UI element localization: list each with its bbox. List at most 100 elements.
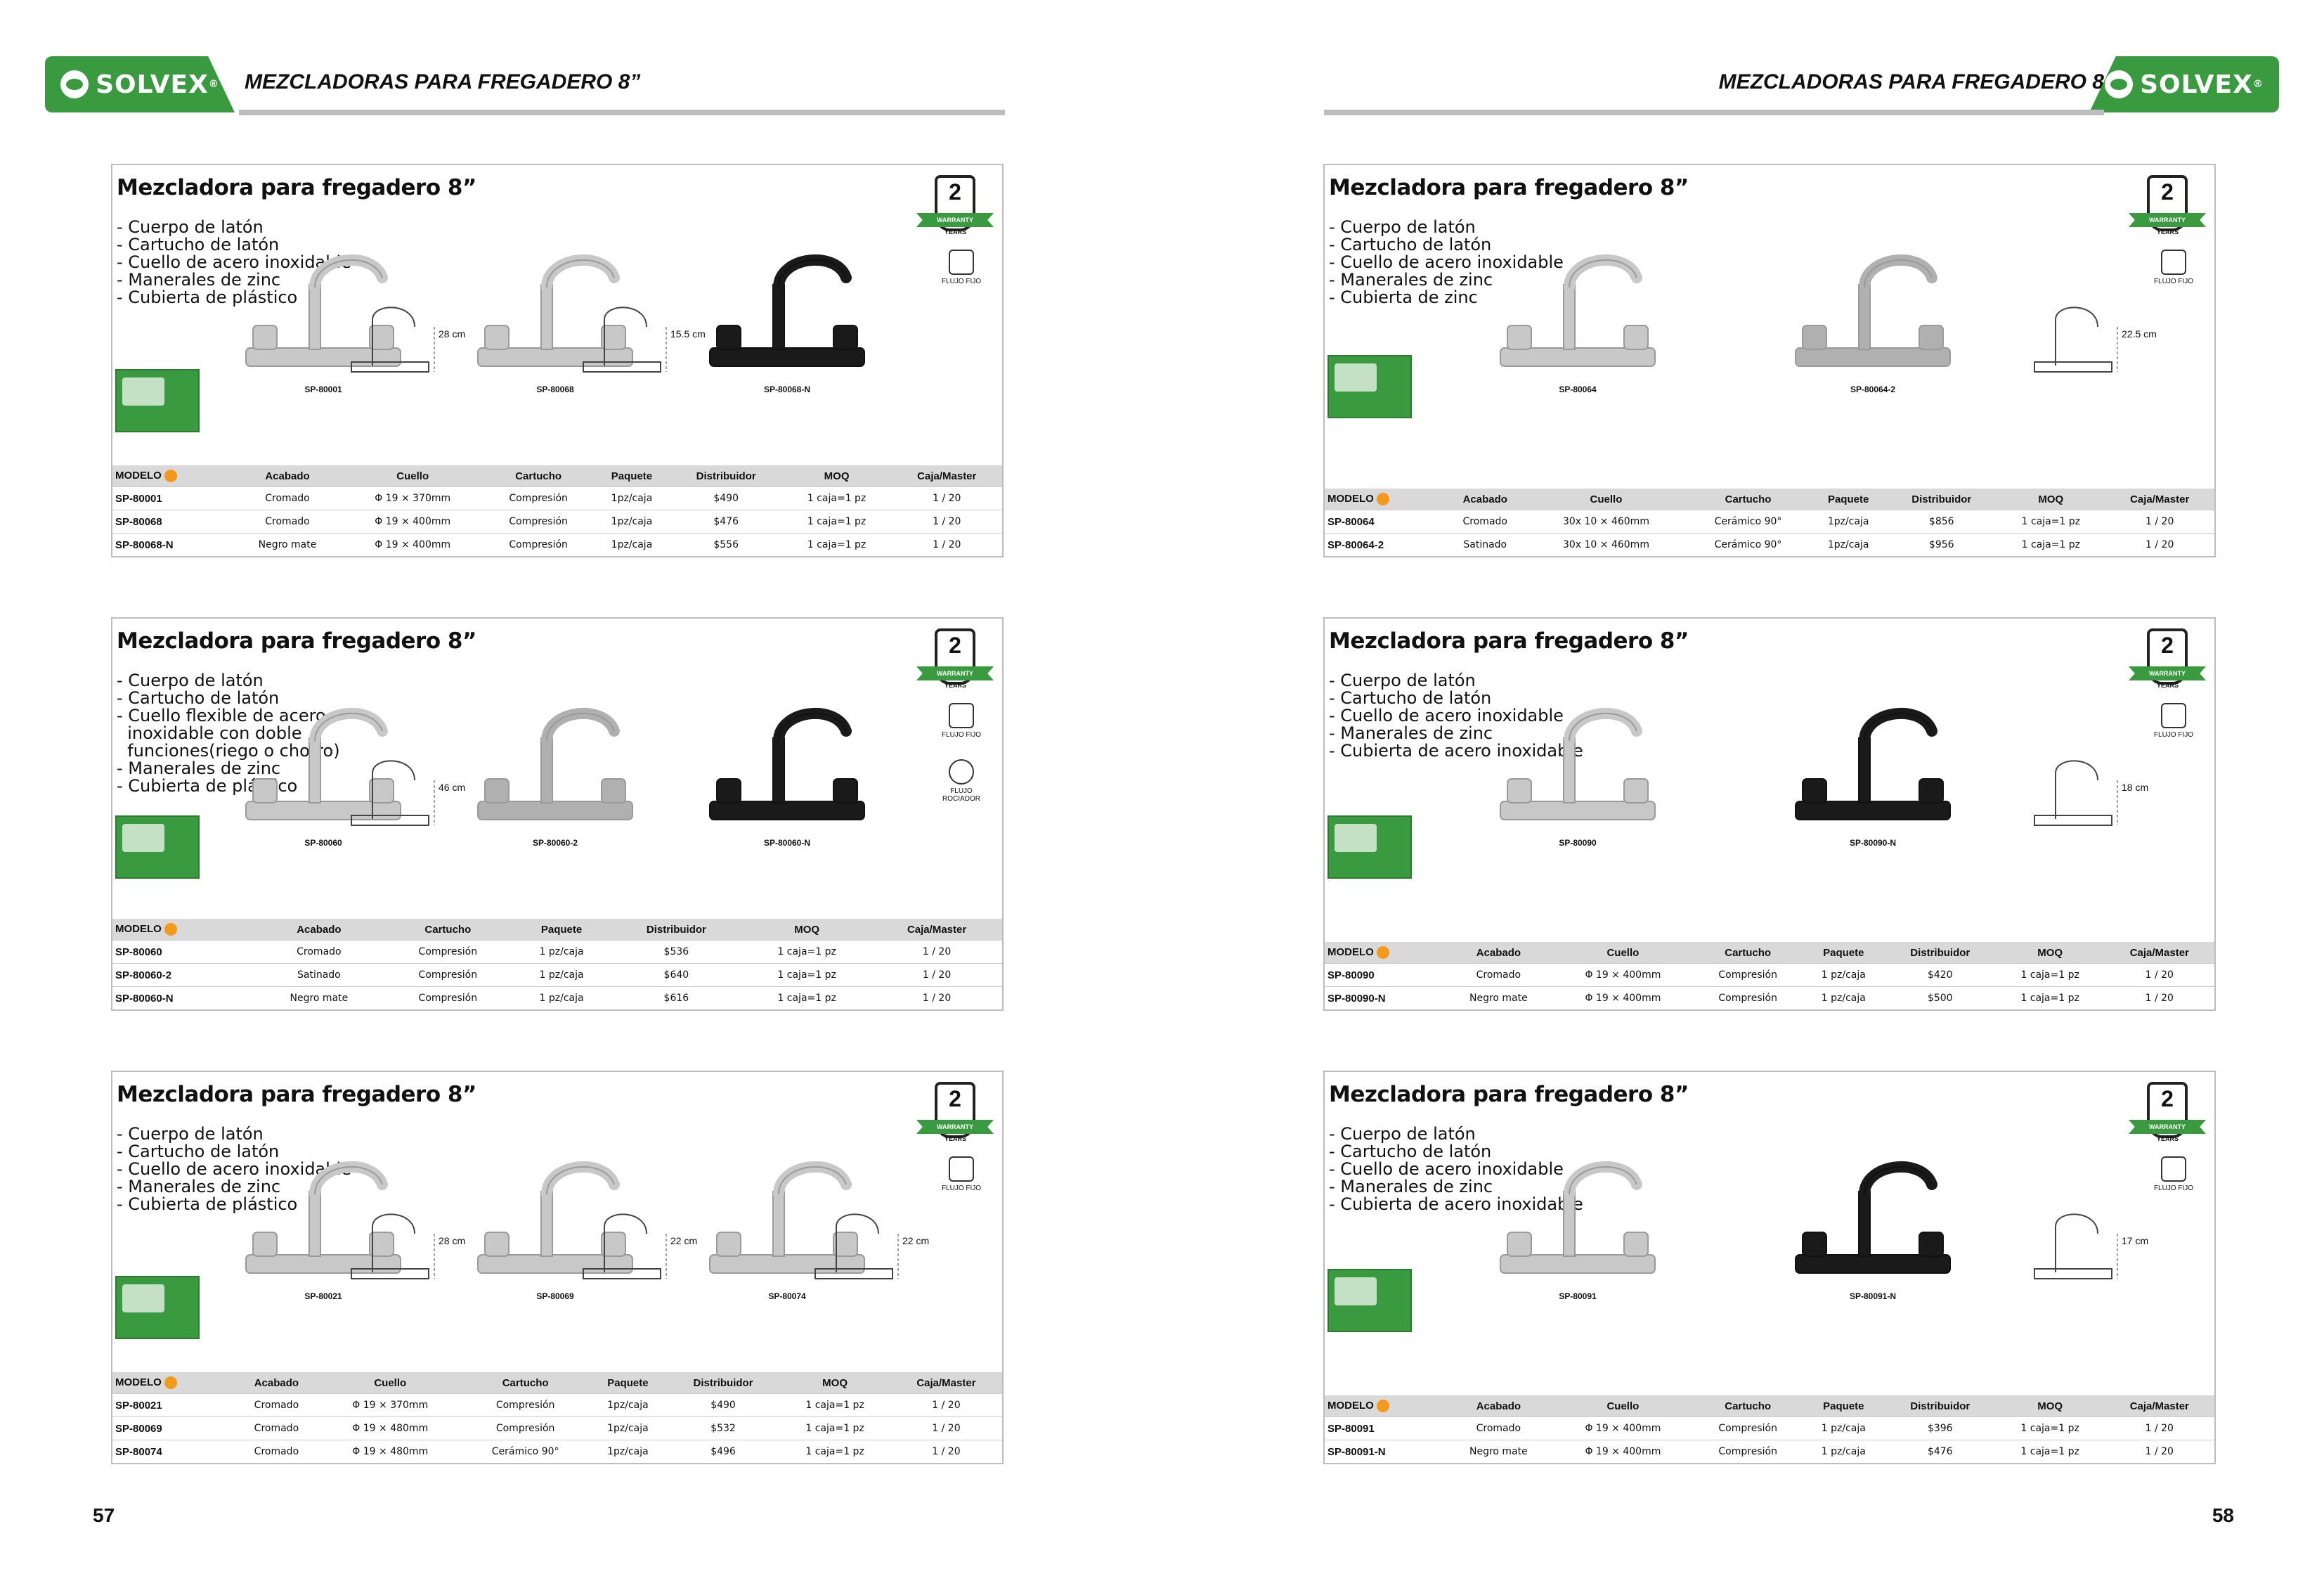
header-label: Acabado [265, 470, 310, 482]
faucet-outline [351, 760, 435, 826]
table-cell: $476 [670, 510, 782, 534]
header-label: MOQ [794, 923, 820, 936]
table-header: Paquete [1810, 489, 1887, 510]
table-header: Acabado [1443, 489, 1526, 510]
table-cell: Φ 19 × 400mm [1552, 1440, 1694, 1463]
table-header: Acabado [1444, 1395, 1553, 1417]
height-measure: 22 cm [902, 1235, 930, 1246]
feature-list: - Cuerpo de latón- Cartucho de latón- Cu… [1329, 1125, 1583, 1213]
product-image [696, 243, 878, 387]
table-cell: 1 / 20 [2104, 986, 2214, 1009]
table-cell: $476 [1884, 1440, 1996, 1463]
table-cell: Compresión [383, 963, 513, 987]
table-cell: 1 / 20 [2104, 1440, 2214, 1463]
header-label: Caja/Master [916, 1376, 976, 1389]
page-title: MEZCLADORAS PARA FREGADERO 8” [1718, 70, 2115, 93]
table-header: Caja/Master [2104, 1395, 2214, 1417]
brand-reg: ® [208, 79, 219, 90]
table-cell: $420 [1884, 963, 1996, 987]
header-label: Cuello [1590, 493, 1623, 505]
feature-item: - Cuello de acero inoxidable [117, 1159, 351, 1179]
table-header: Paquete [512, 919, 611, 941]
table-header: Caja/Master [2105, 489, 2214, 510]
header-label: MODELO [1327, 492, 1374, 505]
product-card: Mezcladora para fregadero 8”- Cuerpo de … [111, 1071, 1004, 1464]
table-header: Cuello [318, 1372, 462, 1394]
table-cell: 1pz/caja [589, 1440, 667, 1463]
feature-list: - Cuerpo de latón- Cartucho de latón- Cu… [1329, 672, 1583, 760]
table-cell: Satinado [254, 963, 384, 987]
feature-list: - Cuerpo de latón- Cartucho de latón- Cu… [1329, 219, 1564, 306]
table-header: Distribuidor [1886, 489, 1997, 510]
product-image [1486, 696, 1669, 840]
table-cell: 1 caja=1 pz [781, 486, 892, 510]
sun-icon [164, 470, 177, 483]
feature-item: - Manerales de zinc [1329, 1177, 1493, 1196]
header-label: Cartucho [1725, 946, 1772, 959]
header-label: Paquete [1823, 946, 1864, 959]
flow-fixed-badge: FLUJO FIJO [940, 250, 982, 285]
table-header: Cartucho [1693, 1395, 1803, 1417]
header-rule [239, 110, 1005, 115]
table-cell: $856 [1886, 510, 1997, 534]
header-label: Cartucho [502, 1376, 549, 1389]
table-cell: SP-80068-N [112, 533, 233, 556]
table-header: Paquete [589, 1372, 667, 1394]
table-cell: 1 caja=1 pz [781, 533, 892, 556]
header-model: MODELO [112, 465, 233, 487]
feature-item: - Cuerpo de latón [117, 1124, 264, 1144]
product-model-label: SP-80090-N [1849, 838, 1897, 848]
feature-item: - Cubierta de plástico [117, 288, 298, 307]
table-cell: SP-80064 [1325, 510, 1444, 534]
product-image [1781, 1149, 1964, 1293]
table-cell: Compresión [462, 1416, 590, 1440]
header-label: Caja/Master [2129, 946, 2189, 959]
warranty-number: 2 [2161, 179, 2174, 205]
table-cell: Cromado [254, 940, 384, 964]
product-box-image [115, 815, 200, 879]
product-model-label: SP-80069 [536, 1291, 574, 1301]
product-card: Mezcladora para fregadero 8”- Cuerpo de … [111, 617, 1004, 1011]
table-cell: 1 caja=1 pz [1995, 1440, 2105, 1463]
header-label: Distribuidor [696, 470, 756, 482]
flow-fixed-badge: FLUJO FIJO [940, 1156, 982, 1192]
table-cell: SP-80069 [112, 1416, 235, 1440]
warranty-years: YEARS [2157, 1135, 2179, 1142]
product-box-image [115, 369, 200, 432]
header-label: Cartucho [515, 470, 562, 482]
sun-icon [1376, 1400, 1389, 1413]
card-title: Mezcladora para fregadero 8” [1329, 1082, 1689, 1107]
table-cell: 1 / 20 [2104, 1416, 2214, 1440]
table-cell: 1pz/caja [589, 1393, 667, 1417]
header-label: Caja/Master [2129, 1400, 2189, 1412]
faucet-outline-diagram [576, 1206, 675, 1293]
table-cell: 1 pz/caja [1802, 986, 1885, 1009]
table-cell: 1 caja=1 pz [1995, 986, 2105, 1009]
table-cell: Cerámico 90° [462, 1440, 590, 1463]
table-cell: 1pz/caja [1810, 510, 1887, 534]
product-model-label: SP-80001 [304, 385, 342, 394]
table-cell: 1 pz/caja [512, 986, 611, 1009]
table-cell: 1 caja=1 pz [1995, 963, 2105, 987]
table-cell: $490 [670, 486, 782, 510]
faucet-outline [2034, 760, 2118, 826]
card-title: Mezcladora para fregadero 8” [117, 628, 476, 654]
feature-item: - Cuerpo de latón [1329, 1124, 1476, 1144]
table-header: Cartucho [1693, 942, 1803, 964]
product-card: Mezcladora para fregadero 8”- Cuerpo de … [111, 164, 1004, 557]
faucet-image [1795, 1161, 1951, 1274]
flow-label: FLUJO FIJO [2153, 278, 2194, 285]
height-measure: 22 cm [670, 1235, 698, 1246]
table-cell: 1 / 20 [891, 486, 1002, 510]
table-cell: 1 / 20 [2105, 533, 2214, 556]
solvex-logo: SOLVEX® [2089, 56, 2279, 112]
feature-item: - Manerales de zinc [117, 1177, 281, 1196]
table-cell: Φ 19 × 400mm [342, 533, 484, 556]
header-label: Acabado [1476, 1400, 1521, 1412]
